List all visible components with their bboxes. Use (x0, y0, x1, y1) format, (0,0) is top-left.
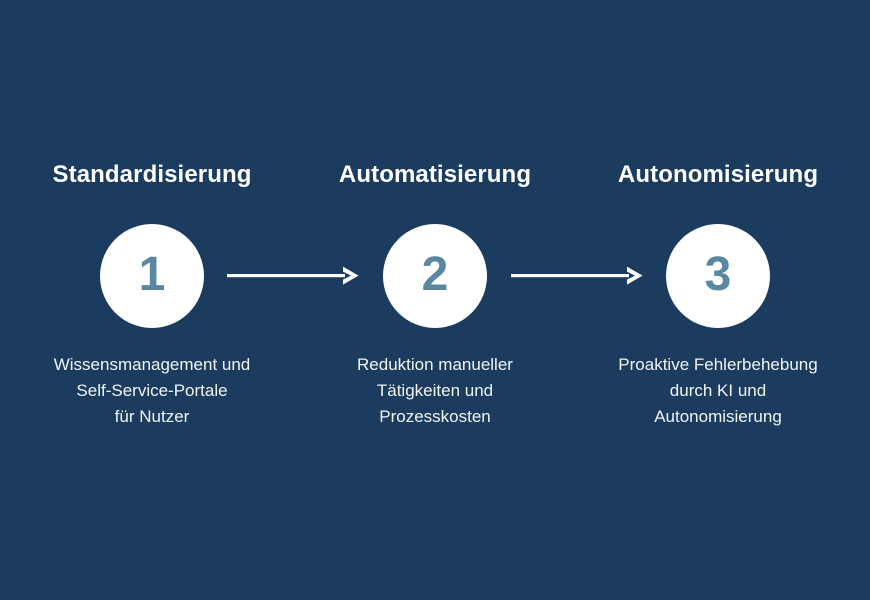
step-2-number: 2 (421, 248, 449, 301)
step-2-description-line-3: Prozesskosten (379, 407, 491, 426)
step-2-description-line-1: Reduktion manueller (357, 355, 513, 374)
step-3-title: Autonomisierung (617, 161, 819, 188)
process-step-2: Automatisierung 2 Reduktion manueller Tä… (293, 160, 577, 430)
arrow-right-icon (511, 266, 643, 285)
step-2-circle-wrap: 2 (383, 224, 487, 328)
step-1-description-line-2: Self-Service-Portale (76, 381, 228, 400)
process-step-1: Standardisierung 1 Wissensmanagement und… (10, 160, 294, 430)
step-2-circle: 2 (383, 224, 487, 328)
step-2-title: Automatisierung (338, 161, 532, 188)
step-1-circle: 1 (100, 224, 204, 328)
step-3-description: Proaktive Fehlerbehebung durch KI und Au… (576, 352, 860, 430)
step-3-circle: 3 (666, 224, 770, 328)
step-1-number: 1 (138, 248, 166, 301)
step-1-description-line-3: für Nutzer (114, 407, 190, 426)
step-3-circle-wrap: 3 (666, 224, 770, 328)
step-1-circle-wrap: 1 (100, 224, 204, 328)
step-3-number: 3 (704, 248, 732, 301)
step-2-description: Reduktion manueller Tätigkeiten und Proz… (293, 352, 577, 430)
step-2-description-line-2: Tätigkeiten und (376, 381, 494, 400)
arrow-right-icon (227, 266, 359, 285)
connector-arrow-1-to-2 (227, 263, 361, 289)
step-1-description: Wissensmanagement und Self-Service-Porta… (10, 352, 294, 430)
step-1-description-line-1: Wissensmanagement und (53, 355, 251, 374)
step-3-description-line-2: durch KI und (669, 381, 767, 400)
process-step-3: Autonomisierung 3 Proaktive Fehlerbehebu… (576, 160, 860, 430)
step-3-description-line-1: Proaktive Fehlerbehebung (618, 355, 818, 374)
step-1-title: Standardisierung (52, 161, 252, 188)
step-3-description-line-3: Autonomisierung (654, 407, 782, 426)
connector-arrow-2-to-3 (511, 263, 645, 289)
